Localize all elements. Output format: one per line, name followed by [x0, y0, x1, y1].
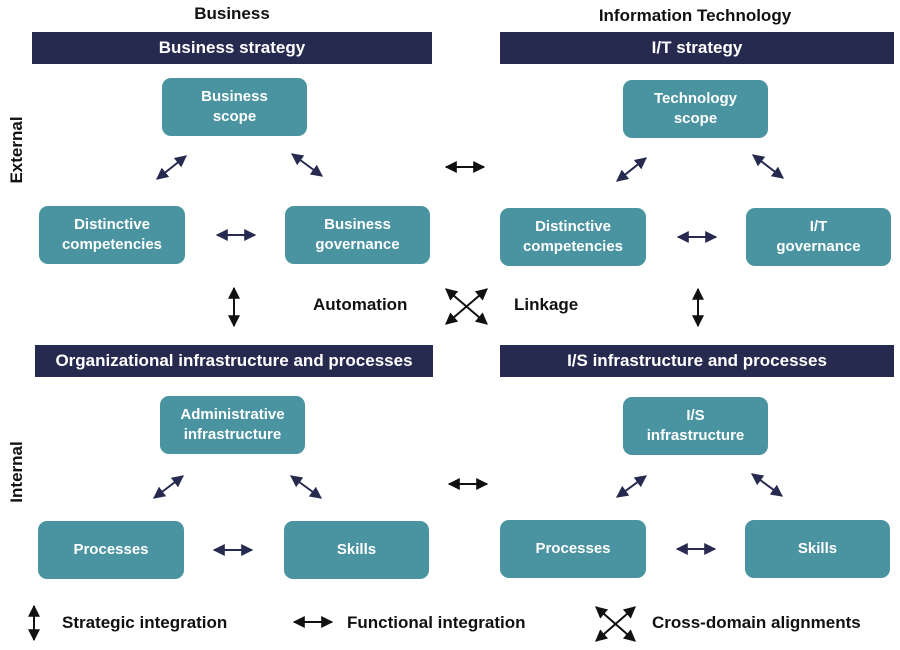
- label-automation: Automation: [313, 295, 408, 314]
- arrow-bscope-competencies: [156, 155, 187, 180]
- node-processes-business: Processes: [38, 521, 184, 579]
- legend-strategic-integration: Strategic integration: [62, 613, 228, 632]
- label-linkage: Linkage: [514, 295, 579, 314]
- arrow-bscope-governance: [291, 153, 323, 177]
- arrow-isinfra-skills: [751, 473, 783, 497]
- legend-icon-cross-b: [595, 606, 636, 642]
- column-heading-business: Business: [194, 4, 270, 23]
- node-processes-it: Processes: [500, 520, 646, 578]
- node-skills-it: Skills: [745, 520, 890, 578]
- legend-cross-domain-alignments: Cross-domain alignments: [652, 613, 861, 632]
- column-heading-it: Information Technology: [598, 6, 792, 25]
- banner-organizational-infrastructure: Organizational infrastructure and proces…: [35, 345, 433, 377]
- arrow-admin-skills: [290, 475, 322, 499]
- arrow-admin-processes: [153, 475, 184, 499]
- banner-is-infrastructure: I/S infrastructure and processes: [500, 345, 894, 377]
- legend-functional-integration: Functional integration: [347, 613, 526, 632]
- arrow-tscope-governance: [752, 154, 784, 179]
- node-skills-business: Skills: [284, 521, 429, 579]
- banner-business-strategy: Business strategy: [32, 32, 432, 64]
- arrow-isinfra-processes: [616, 475, 647, 498]
- arrow-tscope-competencies: [616, 157, 647, 182]
- banner-it-strategy: I/T strategy: [500, 32, 894, 64]
- arrow-cross-b: [445, 288, 488, 325]
